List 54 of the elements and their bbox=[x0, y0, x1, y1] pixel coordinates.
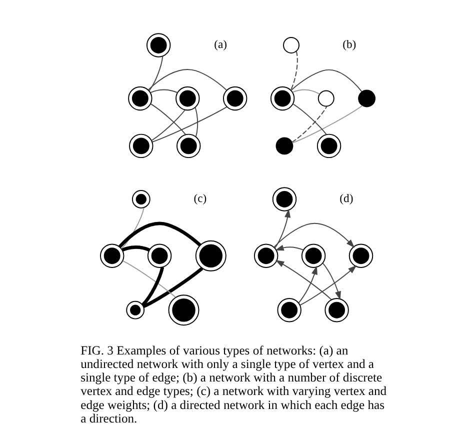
arrow bbox=[322, 262, 340, 300]
node-circle bbox=[222, 86, 247, 111]
node-circle bbox=[126, 300, 144, 320]
node-circle bbox=[348, 244, 373, 268]
label: (c) bbox=[193, 192, 206, 206]
label: (d) bbox=[339, 192, 353, 206]
node-circle bbox=[276, 298, 301, 322]
node-circle bbox=[282, 37, 299, 54]
connector bbox=[291, 105, 362, 144]
node-circle bbox=[168, 294, 199, 326]
node-circle bbox=[316, 134, 341, 158]
connector bbox=[292, 89, 320, 95]
connector bbox=[140, 266, 164, 306]
connector bbox=[142, 267, 203, 308]
node-circle bbox=[100, 244, 124, 268]
connector bbox=[150, 89, 178, 94]
label: (b) bbox=[342, 38, 356, 52]
node-circle bbox=[146, 33, 170, 58]
node-circle bbox=[275, 137, 293, 155]
caption: FIG. 3 Examples of various types of networks: (a) an undirected network with only a single type of vertex and a single type of edge; (b) a network with a number of discrete vertex and edge types; (c) a network with varying vertex and edge weights; (d) a directed network in which each edge has a direction. bbox=[80, 344, 386, 426]
node-circle bbox=[253, 244, 278, 268]
arrow bbox=[274, 244, 304, 251]
connector bbox=[121, 245, 150, 252]
arrow bbox=[299, 265, 356, 306]
arrow bbox=[273, 222, 354, 248]
connector bbox=[118, 222, 201, 248]
connector bbox=[151, 106, 227, 142]
connector bbox=[150, 103, 186, 136]
arrow bbox=[274, 260, 332, 300]
connector bbox=[194, 106, 198, 138]
node-circle bbox=[176, 134, 200, 158]
connector bbox=[150, 110, 185, 142]
node-circle bbox=[131, 190, 150, 208]
connector bbox=[122, 260, 176, 298]
connector bbox=[148, 56, 163, 92]
node-circle bbox=[324, 298, 348, 322]
connector bbox=[148, 69, 227, 91]
node-circle bbox=[272, 187, 296, 212]
connector bbox=[290, 69, 362, 92]
connector bbox=[292, 104, 326, 135]
connector bbox=[291, 106, 327, 143]
node-circle bbox=[175, 86, 200, 111]
node-circle bbox=[358, 90, 376, 108]
label: (a) bbox=[214, 38, 227, 52]
node-circle bbox=[194, 240, 226, 272]
node-circle bbox=[317, 90, 334, 107]
node-circle bbox=[270, 86, 294, 111]
node-circle bbox=[300, 244, 326, 268]
arrow bbox=[274, 208, 290, 249]
connector bbox=[290, 50, 298, 91]
node-circle bbox=[128, 86, 152, 111]
node-circle bbox=[128, 134, 153, 158]
node-circle bbox=[146, 244, 172, 268]
arrow bbox=[298, 266, 317, 304]
